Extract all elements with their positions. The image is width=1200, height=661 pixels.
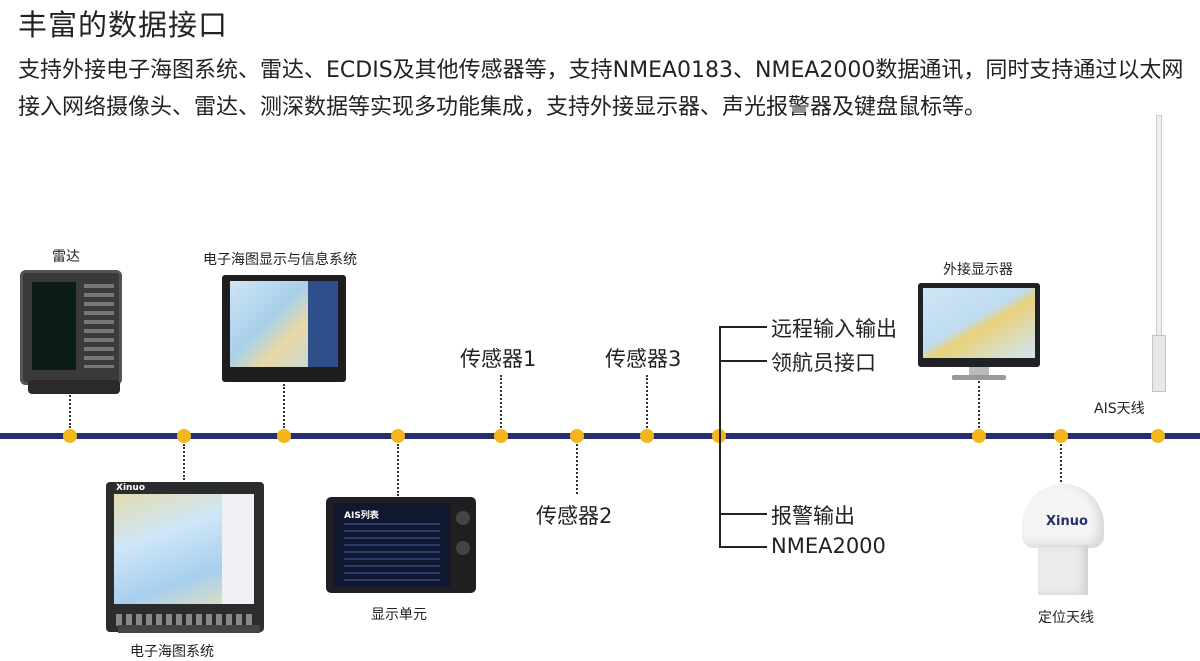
gps-antenna-dome: Xinuo <box>1022 484 1104 548</box>
display-unit-table <box>344 523 440 581</box>
bus-node-sensor2 <box>570 429 584 443</box>
radar-keypad <box>84 284 114 368</box>
data-bus-line <box>0 433 1200 439</box>
bracket-line-remote-io <box>719 326 767 328</box>
bus-node-monitor <box>972 429 986 443</box>
connector-ecdis-display <box>283 384 285 428</box>
ecdis-system-screen <box>114 494 254 604</box>
connector-sensor1 <box>500 375 502 428</box>
ecdis-display-label: 电子海图显示与信息系统 <box>203 252 357 268</box>
connector-ecdis-system <box>183 444 185 480</box>
ecdis-display-panel <box>308 281 338 367</box>
display-unit-screen: AIS列表 <box>334 503 450 587</box>
monitor-neck <box>969 367 989 375</box>
ais-antenna-base <box>1152 335 1166 392</box>
port-label-nmea2000: NMEA2000 <box>771 534 886 558</box>
connector-sensor2 <box>576 444 578 494</box>
ecdis-display-device <box>222 275 346 382</box>
monitor-foot <box>952 375 1006 380</box>
connector-gps <box>1060 444 1062 482</box>
display-unit-label: 显示单元 <box>371 607 427 623</box>
ecdis-system-keypad <box>116 614 254 626</box>
display-screen-title: AIS列表 <box>344 511 379 521</box>
ais-antenna-rod <box>1156 115 1162 342</box>
bus-node-ecdis-system <box>177 429 191 443</box>
external-monitor-device <box>918 283 1040 367</box>
connector-monitor <box>978 381 980 428</box>
connector-radar <box>69 392 71 428</box>
brand-logo-ecdis: Xinuo <box>116 483 146 493</box>
port-label-alarm: 报警输出 <box>771 504 855 528</box>
radar-device <box>20 270 122 385</box>
ecdis-system-label: 电子海图系统 <box>130 644 214 660</box>
ecdis-system-base <box>118 625 260 633</box>
bus-node-ais <box>1151 429 1165 443</box>
connector-sensor3 <box>646 375 648 428</box>
bracket-line-nmea2000 <box>719 546 767 548</box>
knob-icon <box>456 541 470 555</box>
bus-node-gps <box>1054 429 1068 443</box>
bus-node-radar <box>63 429 77 443</box>
sensor-label-2: 传感器2 <box>536 504 613 528</box>
gps-antenna-mount <box>1038 545 1088 595</box>
connector-display-unit <box>397 444 399 496</box>
monitor-label: 外接显示器 <box>943 262 1013 278</box>
description-text: 支持外接电子海图系统、雷达、ECDIS及其他传感器等，支持NMEA0183、NM… <box>18 58 1184 120</box>
brand-logo-gps: Xinuo <box>1046 514 1088 529</box>
bracket-line-alarm <box>719 513 767 515</box>
sensor-label-1: 传感器1 <box>460 347 537 371</box>
bracket-line-pilot <box>719 360 767 362</box>
radar-screen <box>32 282 76 370</box>
bus-node-sensor1 <box>494 429 508 443</box>
port-label-pilot: 领航员接口 <box>771 351 876 375</box>
ecdis-system-panel <box>222 494 254 604</box>
bus-node-ecdis-display <box>277 429 291 443</box>
knob-icon <box>456 511 470 525</box>
ecdis-system-device: Xinuo <box>106 482 264 632</box>
radar-stand <box>28 380 120 394</box>
bus-node-sensor3 <box>640 429 654 443</box>
radar-label: 雷达 <box>52 249 80 265</box>
bus-node-display-unit <box>391 429 405 443</box>
sensor-label-3: 传感器3 <box>605 347 682 371</box>
gps-antenna-label: 定位天线 <box>1038 610 1094 626</box>
port-label-remote-io: 远程输入输出 <box>771 317 897 341</box>
ecdis-display-screen <box>230 281 338 367</box>
page-title: 丰富的数据接口 <box>18 8 229 42</box>
display-unit-device: AIS列表 <box>326 497 476 593</box>
ais-antenna-label: AIS天线 <box>1094 401 1145 417</box>
external-monitor-screen <box>923 288 1035 358</box>
interface-bracket <box>719 326 721 547</box>
